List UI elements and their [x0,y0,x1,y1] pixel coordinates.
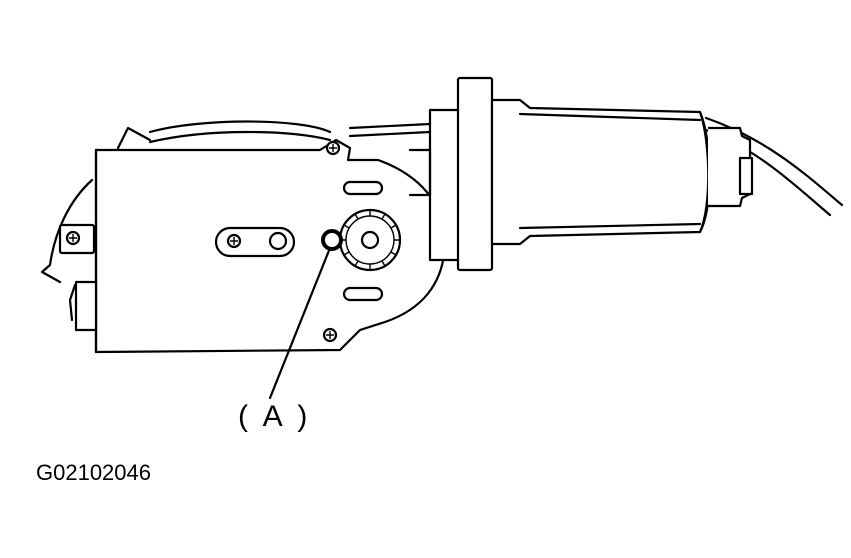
callout-label: ( A ) [238,400,312,433]
left-mounting-tab [58,223,96,255]
motor-end-cap [708,126,754,208]
figure-id: G02102046 [36,460,151,485]
bottom-screw [322,327,338,343]
top-screw [325,140,341,156]
lower-slot [342,286,384,302]
motor-body [490,98,711,246]
connector [74,280,98,332]
leader-line [268,246,332,400]
part-a-highlight [321,229,343,251]
motor-flange [408,76,494,272]
gear [338,208,402,272]
upper-slot [342,180,384,196]
lever-arm [214,226,296,258]
wire-harness [116,120,432,150]
